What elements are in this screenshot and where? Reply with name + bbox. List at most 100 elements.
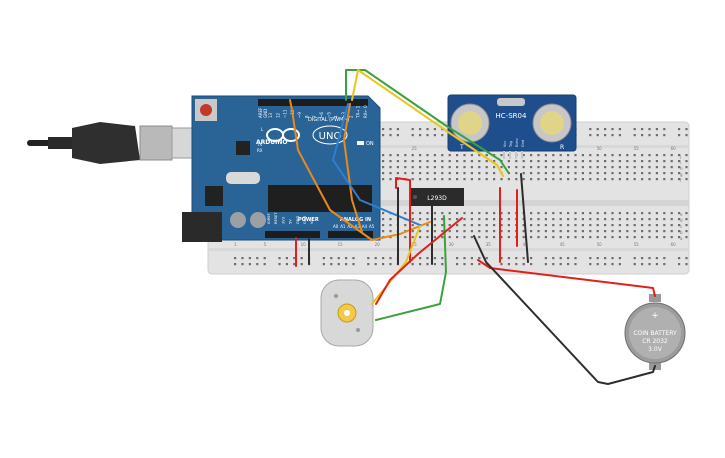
digital-pin-label: 8 [305,115,310,118]
analog-pin-label: A4 [362,224,368,229]
analog-pin-label: A3 [355,224,361,229]
aref-pin-label: GND [263,109,268,118]
coin-battery[interactable]: + COIN BATTERY CR 2032 3.0V [624,294,686,370]
analog-label: ANALOG IN [340,217,371,223]
column-number: 20 [375,242,381,247]
sensor-side-r: R [560,144,564,151]
digital-header-label: DIGITAL (PWM~) [308,117,350,123]
column-number: 55 [634,146,640,151]
sensor-pin-label: Gnd [521,140,525,147]
column-number: 1 [234,242,237,247]
digital-pin-label: ~3 [341,112,346,118]
row-letter: a [680,236,683,241]
wire-black-battery[interactable] [473,235,656,385]
row-letter: e [680,212,683,217]
analog-pin-label: A0 [333,224,339,229]
analog-pin-label: A2 [347,224,353,229]
power-pin-label: 5V [289,219,293,224]
column-number: 15 [338,242,344,247]
wire-orange-1[interactable] [289,99,431,241]
digital-pin-label: RX← 0 [363,105,368,118]
sensor-pin-label: Echo [515,139,519,148]
wire-blue[interactable] [332,103,421,226]
column-number: 25 [412,146,418,151]
analog-pin-label: A5 [369,224,375,229]
led-label-l: L [261,127,264,132]
arduino-brand: ARDUINO [256,139,287,146]
atmega-chip [268,185,372,212]
arduino-model: UNO [319,131,342,142]
column-number: 10 [301,242,307,247]
digital-pin-label: ~6 [319,112,324,118]
row-letter: b [680,230,683,235]
power-pin-label: GND [296,216,300,224]
wire-yellow-echo[interactable] [351,69,504,177]
battery-line-3: 3.0V [648,346,663,353]
arduino-logo [266,128,300,142]
wire-orange-2[interactable] [343,103,363,233]
column-number: 40 [523,242,529,247]
aref-pin-label: AREF [258,107,263,118]
digital-pin-label: TX→ 1 [356,105,361,119]
wire-red-bb[interactable] [395,177,411,263]
analog-header [328,231,373,238]
sensor-pin-label: Vcc [503,141,507,147]
digital-pin-label: 2 [348,115,353,118]
row-letter: d [680,218,683,223]
row-letter: j [679,154,681,159]
digital-pin-label: ~5 [326,112,331,118]
row-letter: c [680,224,682,229]
power-pin-label: Vin [310,218,314,224]
battery-line-2: CR 2032 [642,338,668,345]
power-pin-label: IOREF [267,213,271,224]
battery-line-1: COIN BATTERY [633,330,677,337]
column-number: 50 [597,146,603,151]
column-number: 30 [449,242,455,247]
row-letter: f [680,178,682,183]
power-jack[interactable] [182,212,222,242]
wire-red-motor[interactable] [375,217,463,305]
power-label: POWER [298,217,319,223]
column-number: 25 [412,242,418,247]
led-label-tx: TX [256,142,262,147]
usb-cable[interactable] [27,122,199,164]
wire-green-motor[interactable] [375,215,447,321]
wires [289,69,656,385]
led-label-rx: RX [257,148,263,153]
row-letter: h [680,166,683,171]
digital-pin-label: ~11 [283,109,288,118]
power-pin-label: GND [303,216,307,224]
l293d-chip[interactable]: L293D [410,188,464,206]
sensor-pin-label: Trig [509,141,513,148]
analog-pin-label: A1 [340,224,346,229]
digital-pin-label: 4 [334,115,339,118]
row-letter: g [680,172,683,177]
column-number: 35 [486,242,492,247]
battery-plus: + [651,311,659,321]
digital-pin-label: 12 [275,112,280,118]
digital-pin-label: 7 [312,115,317,118]
column-number: 60 [671,146,677,151]
column-number: 5 [264,242,267,247]
power-pin-label: RESET [274,212,278,224]
wire-red-battery[interactable] [477,259,656,297]
digital-pin-label: 13 [268,112,273,118]
chip-label: L293D [427,195,447,202]
digital-pin-label: ~9 [297,112,302,118]
column-number: 60 [671,242,677,247]
wire-green-trig[interactable] [345,69,509,173]
dc-motor[interactable] [320,279,374,347]
sensor-side-t: T [459,144,464,151]
power-header [265,231,320,238]
wire-black-sensor[interactable] [520,173,529,263]
on-label: ON [366,141,374,147]
column-number: 50 [597,242,603,247]
column-number: 55 [634,242,640,247]
